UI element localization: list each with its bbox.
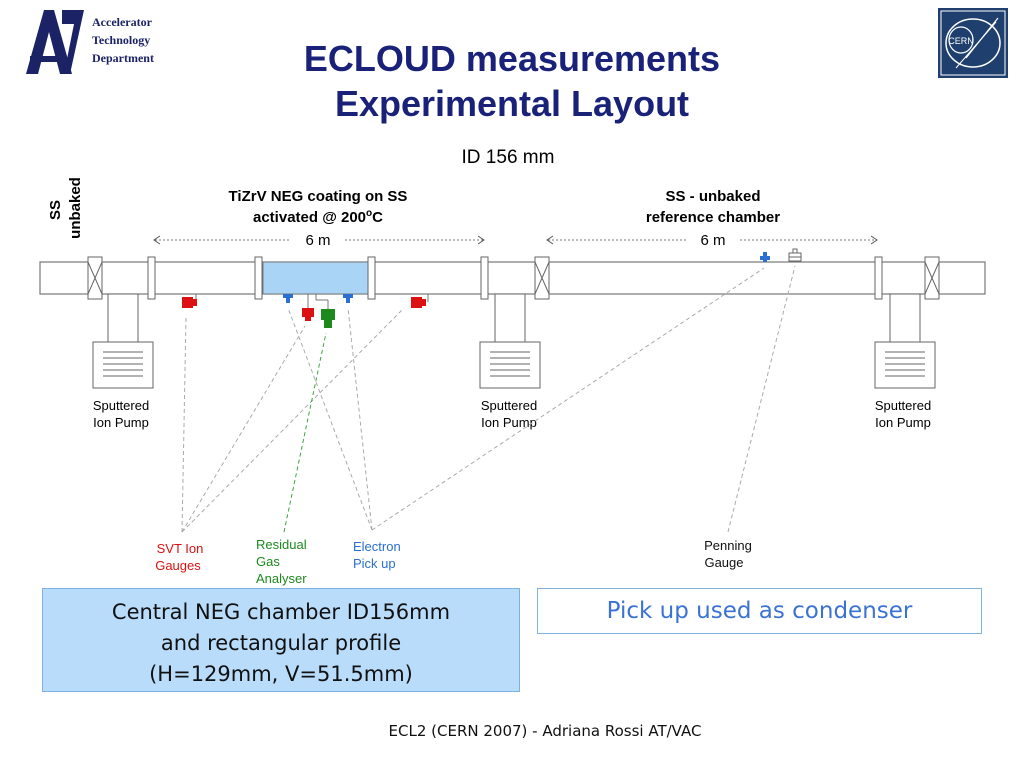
title-line-2: Experimental Layout <box>334 83 690 124</box>
accelerator-technology-department-logo: Accelerator Technology Department <box>22 6 167 78</box>
svt-callout-lines <box>181 307 405 533</box>
neg-dimension-arrow-right <box>477 235 485 245</box>
beam-pipe <box>39 261 986 295</box>
svt-gauge-right <box>411 294 429 308</box>
pump-left-label-1: Sputtered <box>93 398 149 413</box>
ion-pump-right <box>874 293 936 389</box>
bellows-middle <box>534 256 550 300</box>
neg-chamber-note: Central NEG chamber ID156mm and rectangu… <box>42 588 520 692</box>
neg-activation-label: activated @ 200oC <box>253 208 383 226</box>
slide-footer: ECL2 (CERN 2007) - Adriana Rossi AT/VAC <box>388 722 702 740</box>
ref-dimension-arrow-left <box>546 235 554 245</box>
residual-gas-analyser <box>315 294 335 328</box>
rga-label-3: Analyser <box>256 571 307 586</box>
rga-label-1: Residual <box>256 537 307 552</box>
svt-label-2: Gauges <box>155 558 201 573</box>
flange <box>480 256 489 300</box>
penning-gauge <box>788 248 802 262</box>
pickup-label-2: Pick up <box>353 556 396 571</box>
cern-emblem-icon: CERN <box>938 8 1008 78</box>
pickup-label-1: Electron <box>353 539 401 554</box>
electron-pickup-left <box>283 294 293 303</box>
penning-label-1: Penning <box>704 538 752 553</box>
bellows-left <box>87 256 103 300</box>
flanges <box>147 256 883 300</box>
pump-middle-label-1: Sputtered <box>481 398 537 413</box>
bellows-right <box>924 256 940 300</box>
svt-label-1: SVT Ion <box>157 541 204 556</box>
note-line-2: and rectangular profile <box>160 631 402 655</box>
pump-right-label-2: Ion Pump <box>875 415 931 430</box>
slide-title: ECLOUD measurements Experimental Layout <box>180 36 844 126</box>
penning-label-2: Gauge <box>704 555 743 570</box>
reference-chamber-label-2: reference chamber <box>646 209 780 226</box>
ref-dimension-arrow-right <box>870 235 878 245</box>
neg-coating-label: TiZrV NEG coating on SS <box>229 188 408 205</box>
atd-emblem-icon <box>26 10 84 74</box>
electron-pickup-reference <box>760 252 770 262</box>
ion-pump-left <box>92 293 154 389</box>
logo-line-technology: Technology <box>92 33 151 47</box>
ss-unbaked-line-2: unbaked <box>67 177 84 239</box>
flange <box>367 256 376 300</box>
neg-chamber <box>262 261 369 295</box>
rga-label-2: Gas <box>256 554 280 569</box>
logo-line-department: Department <box>92 51 154 65</box>
flange <box>147 256 156 300</box>
cern-logo-text: CERN <box>948 36 974 46</box>
pump-middle-label-2: Ion Pump <box>481 415 537 430</box>
pickup-condenser-note: Pick up used as condenser <box>537 588 982 634</box>
ion-pump-middle <box>479 293 541 389</box>
flange <box>874 256 883 300</box>
reference-length-label: 6 m <box>700 232 725 249</box>
pump-right-label-1: Sputtered <box>875 398 931 413</box>
pump-left-label-2: Ion Pump <box>93 415 149 430</box>
title-line-1: ECLOUD measurements <box>303 38 721 79</box>
neg-length-label: 6 m <box>305 232 330 249</box>
svt-gauge-left <box>182 294 197 308</box>
id-label: ID 156 mm <box>462 147 555 168</box>
logo-line-accelerator: Accelerator <box>92 15 152 29</box>
ss-unbaked-line-1: SS <box>47 200 64 220</box>
pickup-callout-lines <box>287 267 765 531</box>
note-line-1: Central NEG chamber ID156mm <box>111 600 451 624</box>
rga-callout-line <box>283 332 327 533</box>
neg-dimension-arrow-left <box>153 235 161 245</box>
note-line-3: (H=129mm, V=51.5mm) <box>149 662 413 686</box>
penning-callout-line <box>727 265 796 533</box>
reference-chamber-label-1: SS - unbaked <box>665 188 760 205</box>
svt-gauge-center <box>302 294 314 321</box>
flange <box>254 256 263 300</box>
experimental-layout-diagram: ID 156 mm SS unbaked TiZrV NEG coating o… <box>39 147 986 586</box>
cern-logo: CERN <box>938 8 1008 78</box>
electron-pickup-right <box>343 294 353 303</box>
